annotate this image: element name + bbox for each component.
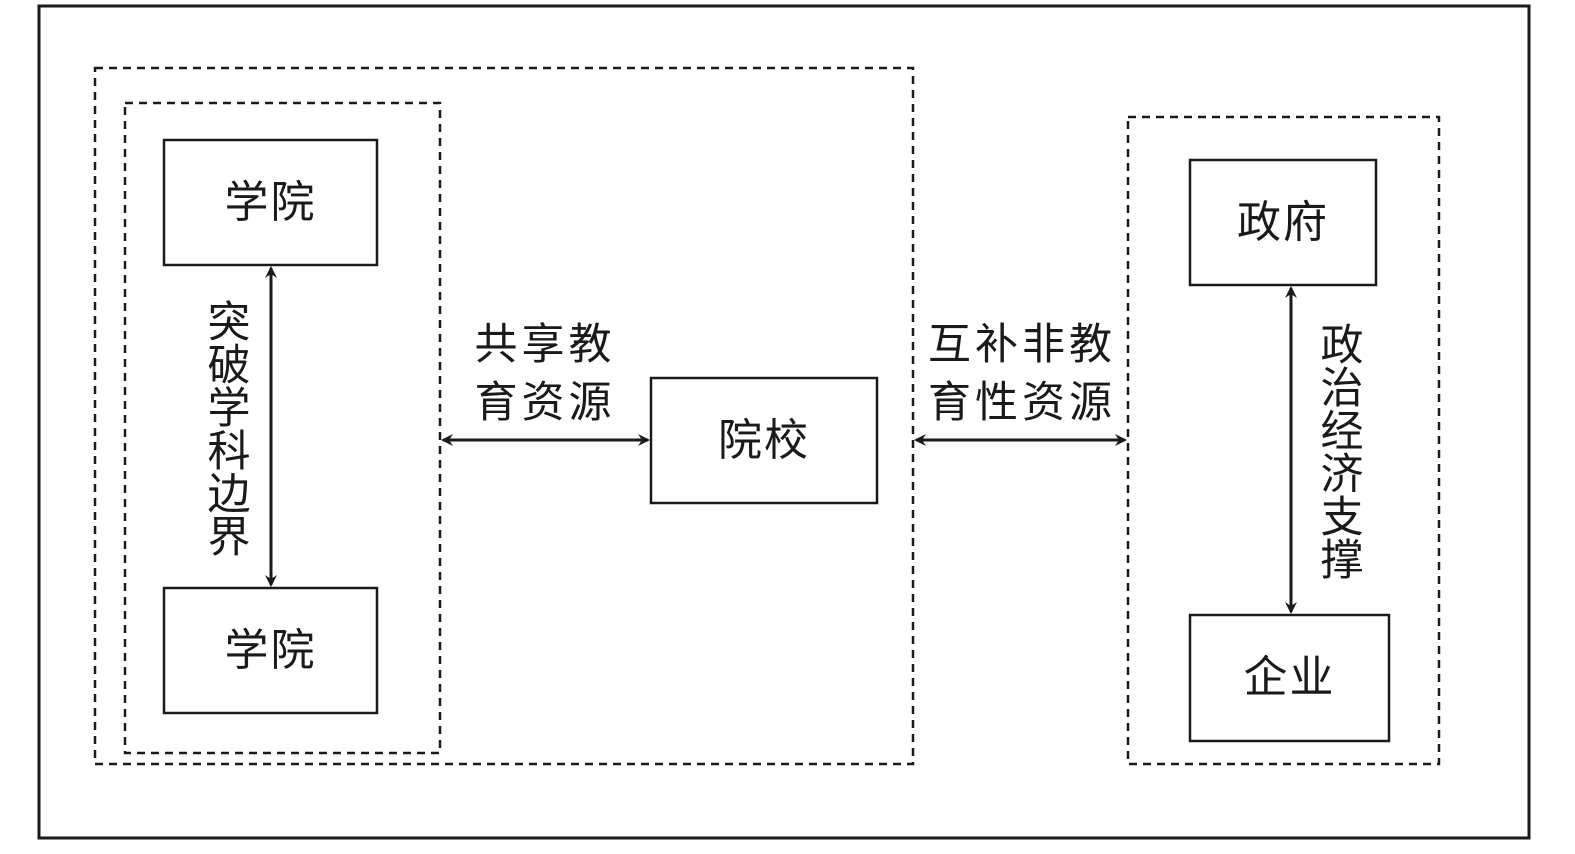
complement-label-line2: 育性资源	[928, 378, 1116, 428]
outer-frame	[37, 4, 1531, 840]
share-label-line2: 育资源	[474, 378, 616, 428]
university-group-boundary	[93, 66, 915, 766]
university-label: 院校	[718, 414, 810, 466]
university-box	[649, 376, 879, 505]
colleges-group-boundary	[123, 101, 442, 755]
complement-label-line1: 互补非教	[928, 320, 1116, 370]
external-group-boundary	[1126, 115, 1441, 766]
enterprise-box	[1188, 613, 1391, 743]
college-bottom-label: 学院	[224, 624, 317, 676]
college-link-label: 突破学科边界	[200, 299, 250, 557]
share-label-line1: 共享教	[474, 320, 616, 370]
government-box	[1188, 158, 1378, 287]
enterprise-label: 企业	[1243, 652, 1336, 703]
college-bottom-box	[162, 586, 379, 715]
government-label: 政府	[1237, 196, 1329, 248]
support-link-label: 政治经济支撑	[1313, 321, 1363, 580]
college-top-box	[162, 138, 379, 267]
college-top-label: 学院	[224, 176, 317, 228]
